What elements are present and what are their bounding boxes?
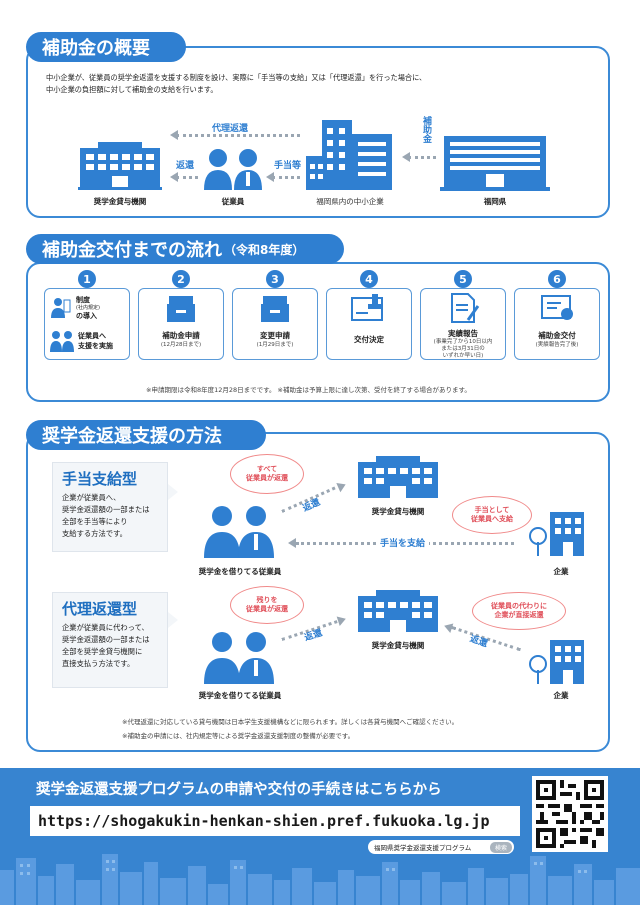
step-2-number: 2 xyxy=(172,270,190,288)
arrow-employee-repay xyxy=(176,176,198,179)
step-6-sub: (実績報告完了後) xyxy=(535,342,579,348)
section-title-method: 奨学金返還支援の方法 xyxy=(26,420,266,450)
type-b-title: 代理返還型 xyxy=(62,600,138,618)
step-6-number: 6 xyxy=(548,270,566,288)
step-2-sub: (12月28日まで) xyxy=(160,342,202,348)
stamp-document-icon xyxy=(351,294,383,321)
step-3-title: 変更申請 xyxy=(260,331,290,340)
type-b-box xyxy=(52,592,168,688)
step-1-text-b: 従業員へ 支援を実施 xyxy=(78,332,113,350)
type-b-caption-employee: 奨学金を借りてる従業員 xyxy=(198,691,282,700)
step-6-title: 補助金交付 xyxy=(538,331,576,340)
step-5-title: 実績報告 xyxy=(448,329,478,338)
label-proxy-repay: 代理返還 xyxy=(212,124,249,134)
type-a-arrow-allowance-head xyxy=(288,538,296,548)
step-4-box xyxy=(326,288,412,360)
label-repay: 返還 xyxy=(176,161,195,171)
filing-cabinet-edit-icon xyxy=(261,296,289,322)
city-skyline xyxy=(0,854,640,905)
type-b-desc: 企業が従業員に代わって、 奨学金返還額の一部または 全部を奨学金貸与機関に 直接… xyxy=(62,623,150,669)
type-a-caption-lender: 奨学金貸与機関 xyxy=(371,507,425,516)
type-a-label-allowance: 手当を支給 xyxy=(376,536,430,549)
caption-company: 福岡県内の中小企業 xyxy=(316,197,384,206)
prefecture-building-icon xyxy=(440,136,550,191)
type-a-pointer xyxy=(168,484,178,500)
certificate-icon xyxy=(541,295,573,320)
type-a-employees-icon xyxy=(204,506,274,558)
type-b-company-icon xyxy=(529,640,584,684)
support-employees-icon xyxy=(50,331,74,352)
caption-prefecture: 福岡県 xyxy=(483,197,507,206)
arrow-subsidy xyxy=(408,156,436,159)
lender-building-icon xyxy=(78,142,162,190)
type-a-title: 手当支給型 xyxy=(62,470,138,488)
type-a-desc: 企業が従業員へ、 奨学金返還額の一部または 全部を手当等により 支給する方法です… xyxy=(62,493,150,539)
employees-icon xyxy=(204,149,262,190)
filing-cabinet-icon xyxy=(167,296,195,322)
qr-code[interactable] xyxy=(532,776,608,852)
arrow-subsidy-head xyxy=(402,152,410,162)
type-a-caption-company: 企業 xyxy=(553,567,569,576)
section-title-flow: 補助金交付までの流れ（令和8年度） xyxy=(26,234,344,264)
arrow-allowance xyxy=(272,176,300,179)
step-2-title: 補助金申請 xyxy=(162,331,200,340)
policy-icon xyxy=(51,298,71,318)
step-4-number: 4 xyxy=(360,270,378,288)
company-building-icon xyxy=(306,120,392,190)
footer-headline: 奨学金返還支援プログラムの申請や交付の手続きはこちらから xyxy=(36,782,442,798)
type-b-caption-company: 企業 xyxy=(553,691,569,700)
step-4-title: 交付決定 xyxy=(354,335,384,344)
step-5-number: 5 xyxy=(454,270,472,288)
overview-intro: 中小企業が、従業員の奨学金返還を支援する制度を設け、実際に「手当等の支給」又は「… xyxy=(46,73,427,95)
type-b-bubble-company: 従業員の代わりに企業が直接返還 xyxy=(472,592,566,630)
step-5-sub: (事業完了から10日以内 または3月31日の いずれか早い日) xyxy=(433,339,493,360)
method-note-1: ※代理返還に対応している貸与機関は日本学生支援機構などに限られます。詳しくは各貸… xyxy=(122,718,459,726)
arrow-allowance-head xyxy=(266,172,274,182)
flow-note: ※申請期限は令和8年度12月28日までです。 ※補助金は予算上限に達し次第、受付… xyxy=(146,386,471,394)
type-b-lender-building-icon xyxy=(358,590,438,632)
type-a-caption-employee: 奨学金を借りてる従業員 xyxy=(198,567,282,576)
type-b-employees-icon xyxy=(204,632,274,684)
step-1-text-a: 制度 (社内規定) の導入 xyxy=(76,296,100,320)
step-6-box xyxy=(514,288,600,360)
step-5-box xyxy=(420,288,506,360)
report-document-icon xyxy=(451,293,480,323)
footer-url[interactable]: https://shogakukin-henkan-shien.pref.fuk… xyxy=(30,806,520,836)
method-note-2: ※補助金の申請には、社内規定等による奨学金返還支援制度の整備が必要です。 xyxy=(122,732,355,740)
label-subsidy: 補助金 xyxy=(421,116,431,143)
step-3-number: 3 xyxy=(266,270,284,288)
search-box[interactable]: 福岡県奨学金返還支援プログラム 検索 xyxy=(368,840,514,854)
type-a-bubble-company: 手当として従業員へ支給 xyxy=(452,496,532,534)
type-b-pointer xyxy=(168,612,178,628)
type-a-lender-building-icon xyxy=(358,456,438,498)
label-allowance: 手当等 xyxy=(274,161,302,171)
type-b-bubble-employee: 残りを従業員が返還 xyxy=(230,586,304,624)
type-a-bubble-employee: すべて従業員が返還 xyxy=(230,454,304,494)
search-keyword: 福岡県奨学金返還支援プログラム xyxy=(374,844,472,852)
caption-employee: 従業員 xyxy=(221,197,245,206)
type-a-company-icon xyxy=(529,512,584,556)
section-title-overview: 補助金の概要 xyxy=(26,32,186,62)
caption-lender: 奨学金貸与機関 xyxy=(93,197,147,206)
step-1-number: 1 xyxy=(78,270,96,288)
arrow-proxy-head xyxy=(170,130,178,140)
search-button[interactable]: 検索 xyxy=(489,841,512,853)
step-3-sub: (1月29日まで) xyxy=(256,342,294,348)
type-a-box xyxy=(52,462,168,552)
type-b-caption-lender: 奨学金貸与機関 xyxy=(371,641,425,650)
qr-code-icon xyxy=(536,780,604,848)
arrow-proxy-repay xyxy=(176,134,300,137)
arrow-employee-repay-head xyxy=(170,172,178,182)
